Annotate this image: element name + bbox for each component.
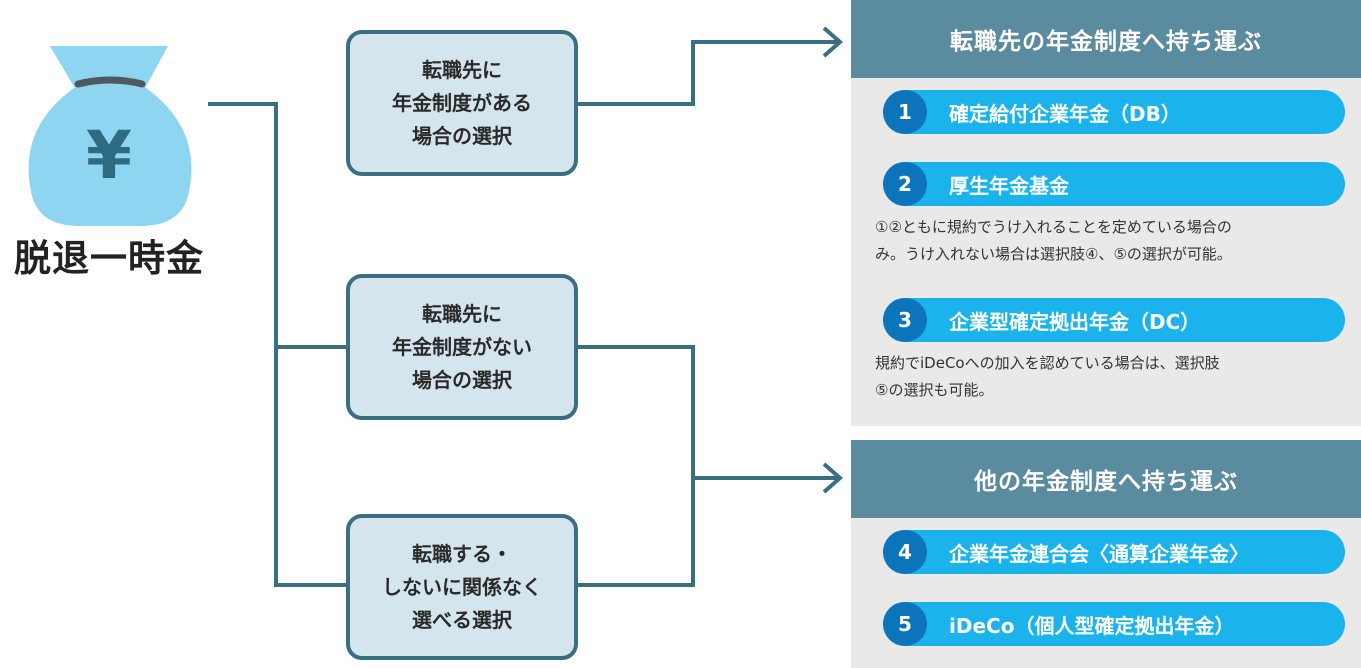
money-bag-icon: ¥ bbox=[28, 46, 192, 226]
choice-line: 転職先に bbox=[422, 57, 502, 82]
source-label: 脱退一時金 bbox=[14, 237, 204, 280]
panel-transfer-to-other: 他の年金制度へ持ち運ぶ 4 企業年金連合会〈通算企業年金〉 5 iDeCo（個人… bbox=[851, 440, 1361, 668]
note-dc: 規約でiDeCoへの加入を認めている場合は、選択肢 ⑤の選択も可能。 bbox=[875, 350, 1345, 404]
option-label: 企業型確定拠出年金（DC） bbox=[949, 309, 1201, 334]
choice-line: 年金制度がある bbox=[392, 90, 532, 115]
arrow-head-top bbox=[822, 26, 844, 58]
option-number: 4 bbox=[883, 530, 927, 574]
choice-line: 転職する・ bbox=[412, 541, 512, 566]
option-number: 3 bbox=[883, 298, 927, 342]
option-pill-1: 1 確定給付企業年金（DB） bbox=[883, 90, 1345, 134]
arrow-head-bottom bbox=[822, 462, 844, 494]
option-pill-5: 5 iDeCo（個人型確定拠出年金） bbox=[883, 602, 1345, 646]
option-label: iDeCo（個人型確定拠出年金） bbox=[949, 613, 1235, 638]
trunk-line bbox=[208, 102, 348, 587]
option-pill-3: 3 企業型確定拠出年金（DC） bbox=[883, 298, 1345, 342]
choice-box-has-pension: 転職先に 年金制度がある 場合の選択 bbox=[346, 30, 578, 176]
money-bag: ¥ bbox=[20, 28, 200, 232]
connector-top-to-panel bbox=[578, 40, 840, 106]
note-line: ①②ともに規約でうけ入れることを定めている場合の bbox=[875, 218, 1232, 236]
option-pill-2: 2 厚生年金基金 bbox=[883, 162, 1345, 206]
panel-transfer-to-new-employer: 転職先の年金制度へ持ち運ぶ 1 確定給付企業年金（DB） 2 厚生年金基金 ①②… bbox=[851, 0, 1361, 426]
connector-merge-to-panel bbox=[578, 345, 840, 587]
yen-symbol: ¥ bbox=[86, 117, 132, 194]
option-label: 企業年金連合会〈通算企業年金〉 bbox=[949, 541, 1249, 566]
choice-line: 転職先に bbox=[422, 301, 502, 326]
panel-title: 転職先の年金制度へ持ち運ぶ bbox=[851, 0, 1361, 78]
choice-box-any: 転職する・ しないに関係なく 選べる選択 bbox=[346, 514, 578, 660]
choice-box-no-pension: 転職先に 年金制度がない 場合の選択 bbox=[346, 274, 578, 420]
note-db-kikin: ①②ともに規約でうけ入れることを定めている場合の み。うけ入れない場合は選択肢④… bbox=[875, 214, 1345, 268]
choice-line: しないに関係なく bbox=[382, 574, 542, 599]
option-label: 確定給付企業年金（DB） bbox=[949, 101, 1181, 126]
choice-line: 場合の選択 bbox=[412, 123, 512, 148]
choice-line: 選べる選択 bbox=[412, 607, 512, 632]
option-number: 1 bbox=[883, 90, 927, 134]
panel-title: 他の年金制度へ持ち運ぶ bbox=[851, 440, 1361, 518]
choice-line: 場合の選択 bbox=[412, 367, 512, 392]
choice-line: 年金制度がない bbox=[392, 334, 532, 359]
option-label: 厚生年金基金 bbox=[949, 173, 1069, 198]
note-line: ⑤の選択も可能。 bbox=[875, 381, 994, 399]
option-pill-4: 4 企業年金連合会〈通算企業年金〉 bbox=[883, 530, 1345, 574]
option-number: 5 bbox=[883, 602, 927, 646]
option-number: 2 bbox=[883, 162, 927, 206]
note-line: み。うけ入れない場合は選択肢④、⑤の選択が可能。 bbox=[875, 245, 1232, 263]
note-line: 規約でiDeCoへの加入を認めている場合は、選択肢 bbox=[875, 354, 1220, 372]
